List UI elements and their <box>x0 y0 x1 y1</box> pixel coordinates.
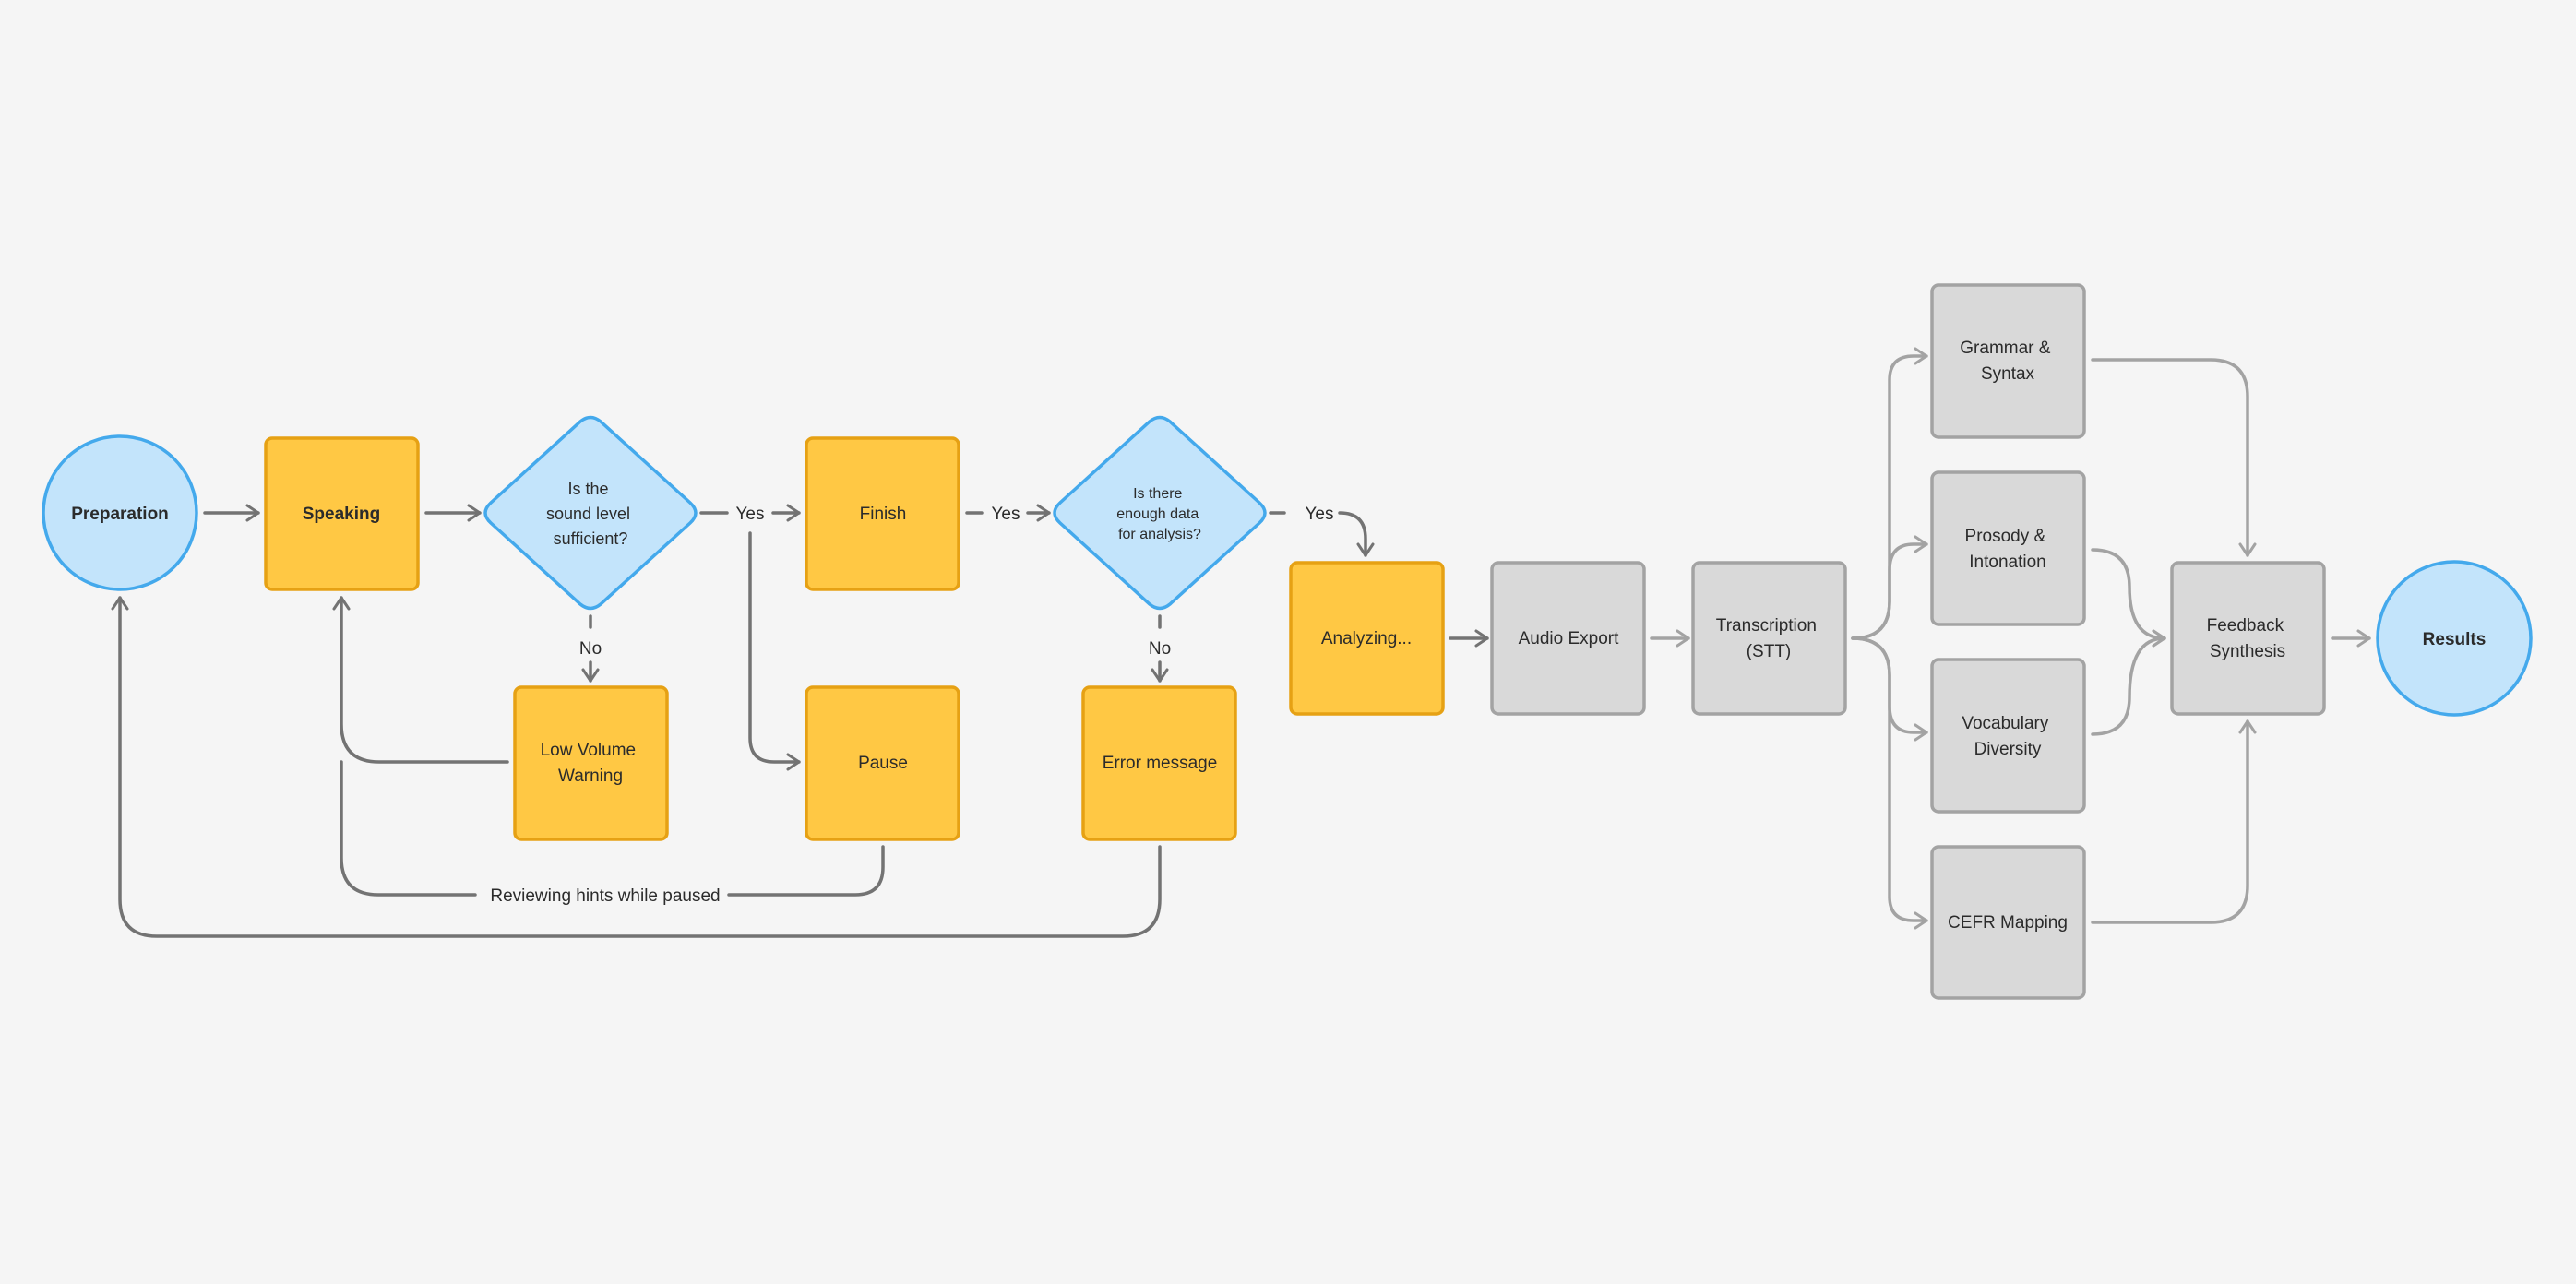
edge-lowvolume-speaking <box>332 596 509 764</box>
node-feedback-label: Feedback Synthesis <box>2207 616 2289 661</box>
node-prosody-label: Prosody & Intonation <box>1965 527 2051 572</box>
node-speaking[interactable]: Speaking <box>264 436 420 591</box>
node-feedback-synthesis[interactable]: Feedback Synthesis <box>2170 561 2326 716</box>
node-analyzing[interactable]: Analyzing... <box>1289 561 1445 716</box>
edge-label-sound-no: No <box>579 639 602 659</box>
node-finish[interactable]: Finish <box>805 436 960 591</box>
node-low-volume-warning[interactable]: Low Volume Warning <box>513 685 669 841</box>
node-analyzing-label: Analyzing... <box>1321 629 1412 648</box>
node-grammar-label: Grammar & Syntax <box>1960 339 2055 384</box>
edge-label-data-yes: Yes <box>1306 505 1334 524</box>
node-grammar-syntax[interactable]: Grammar & Syntax <box>1930 283 2086 439</box>
node-transcription-label: Transcription (STT) <box>1716 616 1821 661</box>
node-preparation-label: Preparation <box>71 505 169 524</box>
node-error-label: Error message <box>1103 754 1218 773</box>
decision-sound-level-label: Is the sound level sufficient? <box>546 480 635 548</box>
node-pause[interactable]: Pause <box>805 685 960 841</box>
edge-label-finish-yes: Yes <box>992 505 1020 524</box>
node-audio-export[interactable]: Audio Export <box>1490 561 1646 716</box>
node-low-volume-label: Low Volume Warning <box>541 741 641 786</box>
node-speaking-label: Speaking <box>303 505 380 524</box>
edge-label-sound-yes: Yes <box>736 505 765 524</box>
edge-yes-analyzing <box>1338 511 1375 557</box>
edge-yes-pause <box>748 531 801 771</box>
node-error-message[interactable]: Error message <box>1081 685 1237 841</box>
edge-vocabulary-feedback <box>2091 629 2166 736</box>
node-results-label: Results <box>2423 630 2487 649</box>
edge-pause-loop-right <box>727 845 885 897</box>
decision-enough-data[interactable]: Is there enough data for analysis? <box>1053 415 1267 611</box>
node-cefr-label: CEFR Mapping <box>1948 913 2068 933</box>
edge-label-pause-loop: Reviewing hints while paused <box>490 886 720 906</box>
decision-sound-level[interactable]: Is the sound level sufficient? <box>483 415 698 611</box>
edge-pause-loop-left <box>340 760 477 897</box>
decision-enough-data-label: Is there enough data for analysis? <box>1116 486 1202 542</box>
node-vocabulary-label: Vocabulary Diversity <box>1962 714 2053 759</box>
edge-transcription-prosody <box>1851 535 1928 640</box>
edge-grammar-feedback <box>2091 358 2257 557</box>
node-cefr-mapping[interactable]: CEFR Mapping <box>1930 845 2086 1000</box>
node-transcription[interactable]: Transcription (STT) <box>1691 561 1847 716</box>
edge-error-preparation <box>111 596 1162 938</box>
node-vocabulary-diversity[interactable]: Vocabulary Diversity <box>1930 658 2086 814</box>
edge-prosody-feedback <box>2091 548 2166 648</box>
edge-label-data-no: No <box>1149 639 1171 659</box>
node-results[interactable]: Results <box>2376 560 2533 717</box>
edge-transcription-cefr <box>1851 636 1928 930</box>
node-audio-export-label: Audio Export <box>1519 629 1620 648</box>
node-preparation[interactable]: Preparation <box>42 434 198 591</box>
edge-cefr-feedback <box>2091 719 2257 924</box>
node-prosody-intonation[interactable]: Prosody & Intonation <box>1930 470 2086 626</box>
node-pause-label: Pause <box>858 754 908 773</box>
node-finish-label: Finish <box>860 505 907 524</box>
